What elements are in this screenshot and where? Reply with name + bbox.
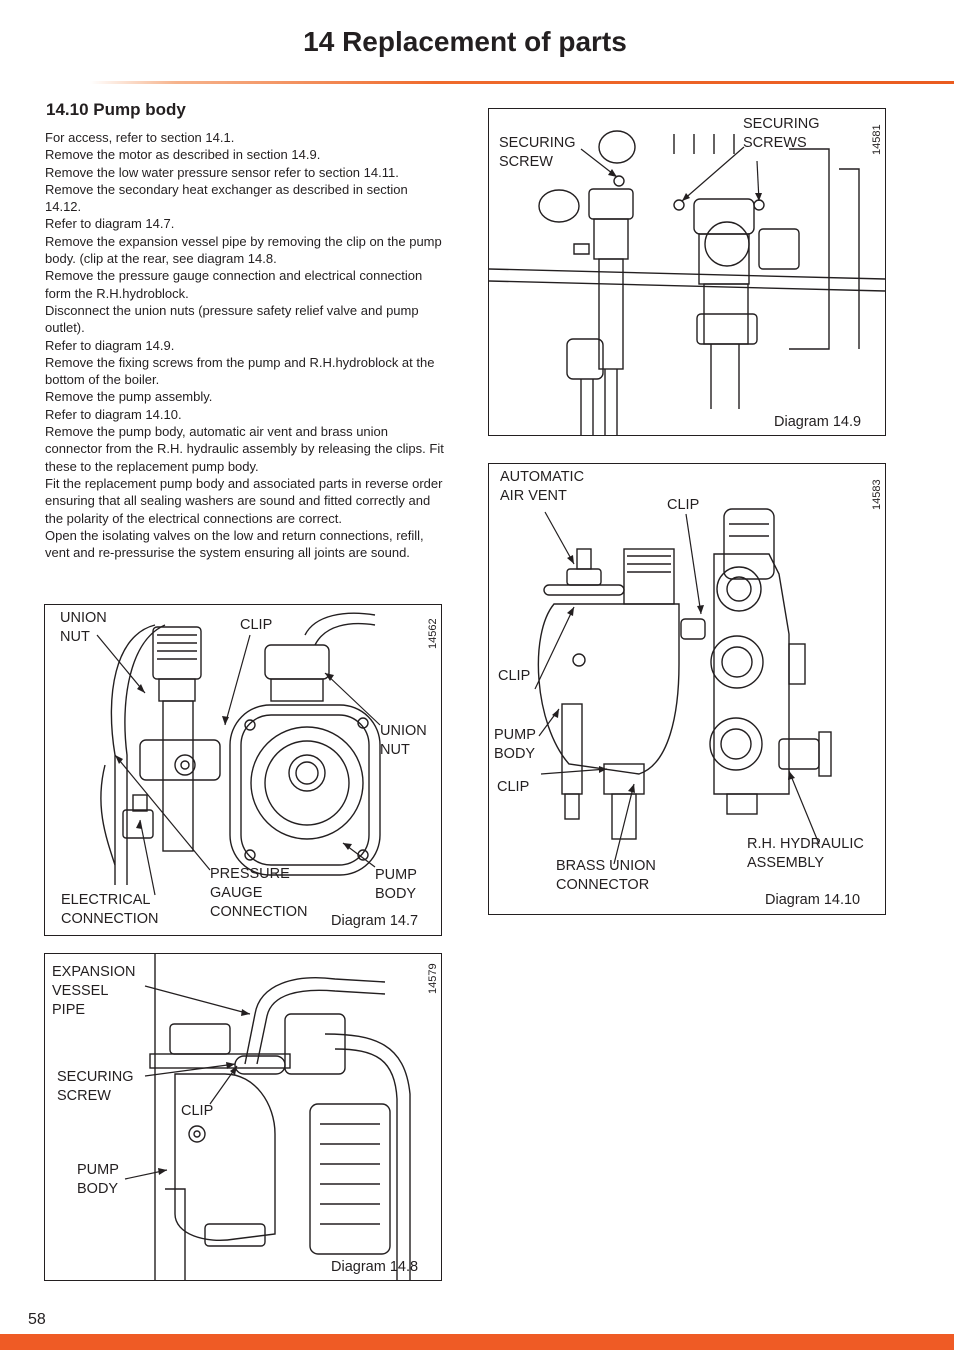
instruction-line: Remove the pump assembly. — [45, 389, 213, 405]
label-pump-body: PUMP BODY — [77, 1162, 119, 1197]
instruction-line: Remove the motor as described in section… — [45, 147, 321, 163]
instruction-line: Remove the pump body, automatic air vent… — [45, 424, 444, 474]
title-underline — [90, 81, 954, 84]
footer-bar — [0, 1334, 954, 1350]
label-electrical-connection: ELECTRICAL CONNECTION — [61, 892, 159, 927]
figure-ref-number: 14579 — [427, 963, 439, 994]
label-clip: CLIP — [181, 1103, 214, 1119]
instruction-line: Remove the fixing screws from the pump a… — [45, 354, 435, 388]
instruction-line: Refer to diagram 14.7. — [45, 216, 175, 232]
label-automatic-air-vent: AUTOMATIC AIR VENT — [500, 469, 585, 504]
expansion-pipe-illustration — [124, 954, 411, 1280]
label-securing-screw: SECURING SCREW — [57, 1069, 134, 1104]
label-clip-bottom: CLIP — [497, 779, 530, 795]
securing-screws-illustration — [489, 130, 885, 435]
instruction-line: Open the isolating valves on the low and… — [45, 527, 424, 561]
page-number: 58 — [28, 1311, 46, 1328]
pump-body-illustration — [96, 612, 381, 896]
section-heading: 14.10 Pump body — [46, 100, 186, 119]
label-expansion-vessel-pipe: EXPANSION VESSEL PIPE — [52, 964, 136, 1018]
label-brass-union-connector: BRASS UNION CONNECTOR — [556, 858, 656, 893]
instructions-text: For access, refer to section 14.1. Remov… — [45, 129, 445, 561]
label-pressure-gauge: PRESSURE GAUGE CONNECTION — [210, 866, 308, 920]
instruction-line: Disconnect the union nuts (pressure safe… — [45, 302, 419, 336]
instruction-line: Remove the pressure gauge connection and… — [45, 268, 423, 301]
figure-caption: Diagram 14.8 — [331, 1259, 419, 1275]
page-title: 14 Replacement of parts — [303, 26, 627, 57]
label-pump-body: PUMP BODY — [375, 867, 417, 902]
label-union-nut-right: UNION NUT — [380, 723, 427, 758]
label-clip-left: CLIP — [498, 668, 531, 684]
label-union-nut-left: UNION NUT — [60, 610, 107, 645]
figure-ref-number: 14562 — [427, 618, 439, 649]
label-securing-screws: SECURING SCREWS — [743, 116, 820, 151]
label-clip-top: CLIP — [667, 497, 700, 513]
figure-caption: Diagram 14.10 — [765, 892, 861, 908]
figure-ref-number: 14583 — [871, 479, 883, 510]
instruction-line: Refer to diagram 14.9. — [45, 337, 175, 353]
instruction-line: Remove the expansion vessel pipe by remo… — [45, 233, 442, 267]
instruction-line: For access, refer to section 14.1. — [45, 130, 235, 145]
diagram-14-9: SECURING SCREW SECURING SCREWS 14581 Dia… — [488, 108, 886, 436]
instruction-line: Remove the low water pressure sensor ref… — [45, 164, 399, 180]
diagram-14-7: UNION NUT CLIP UNION NUT PUMP BODY PRESS… — [44, 604, 442, 936]
instruction-line: Refer to diagram 14.10. — [45, 406, 182, 422]
figure-ref-number: 14581 — [871, 124, 883, 155]
hydraulic-assembly-illustration — [534, 508, 832, 865]
figure-caption: Diagram 14.7 — [331, 913, 419, 929]
label-clip: CLIP — [240, 617, 273, 633]
diagram-14-10: AUTOMATIC AIR VENT CLIP CLIP PUMP BODY C… — [488, 463, 886, 915]
figure-caption: Diagram 14.9 — [774, 414, 862, 430]
label-pump-body: PUMP BODY — [494, 727, 536, 762]
label-securing-screw: SECURING SCREW — [499, 135, 576, 170]
instruction-line: Fit the replacement pump body and associ… — [45, 475, 443, 526]
label-rh-hydraulic-assembly: R.H. HYDRAULIC ASSEMBLY — [747, 836, 864, 871]
instruction-line: Remove the secondary heat exchanger as d… — [45, 181, 408, 215]
diagram-14-8: EXPANSION VESSEL PIPE SECURING SCREW CLI… — [44, 953, 442, 1281]
